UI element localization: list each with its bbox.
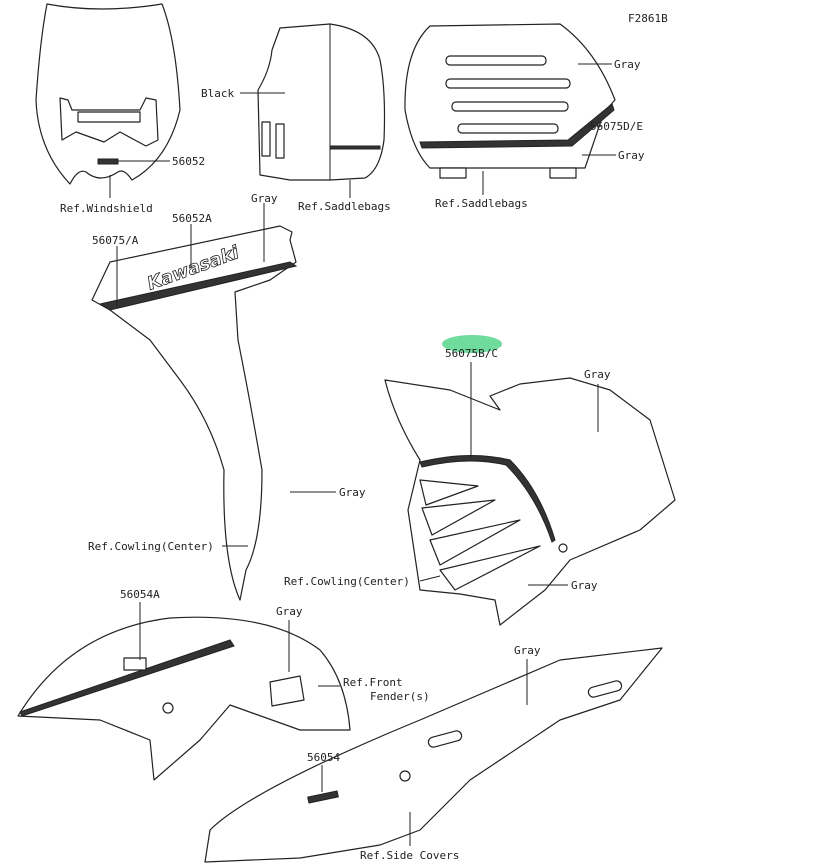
label-56075d-e: 56075D/E [590,120,643,133]
front-fender-part[interactable] [17,616,351,781]
label-56052: 56052 [172,155,205,168]
label-gray-cowling-right-top: Gray [584,368,611,381]
label-56054: 56054 [307,751,340,764]
label-56054a: 56054A [120,588,160,601]
fender-decal [123,657,147,671]
diagram-id: F2861B [628,12,668,25]
label-black: Black [201,87,234,100]
windshield-decal [97,158,119,165]
highlight-marker [442,335,502,353]
windshield-part[interactable] [35,3,181,185]
label-gray-saddlebag-top: Gray [614,58,641,71]
saddlebag-rear-part[interactable] [404,23,616,179]
label-ref-cowling-left: Ref.Cowling(Center) [88,540,214,553]
label-gray-side-cover: Gray [514,644,541,657]
cowling-center-right-part[interactable] [384,377,676,626]
label-ref-windshield: Ref.Windshield [60,202,153,215]
label-fender-s: Fender(s) [370,690,430,703]
label-ref-saddlebags-rear: Ref.Saddlebags [435,197,528,210]
label-gray-cowling-mid: Gray [339,486,366,499]
label-gray-cowling-right-bottom: Gray [571,579,598,592]
label-56075-a: 56075/A [92,234,139,247]
label-56075b-c: 56075B/C [445,347,498,360]
label-gray-fender: Gray [276,605,303,618]
label-ref-front: Ref.Front [343,676,403,689]
label-ref-side-covers: Ref.Side Covers [360,849,459,862]
label-gray-cowling-top: Gray [251,192,278,205]
label-gray-saddlebag-bottom: Gray [618,149,645,162]
saddlebag-side-part[interactable] [257,23,386,181]
label-ref-cowling-right: Ref.Cowling(Center) [284,575,410,588]
side-covers-part[interactable] [204,647,663,863]
cowling-center-left-part[interactable]: Kawasaki [91,225,298,601]
label-ref-saddlebags-side: Ref.Saddlebags [298,200,391,213]
side-cover-decal [307,790,339,804]
label-56052a: 56052A [172,212,212,225]
